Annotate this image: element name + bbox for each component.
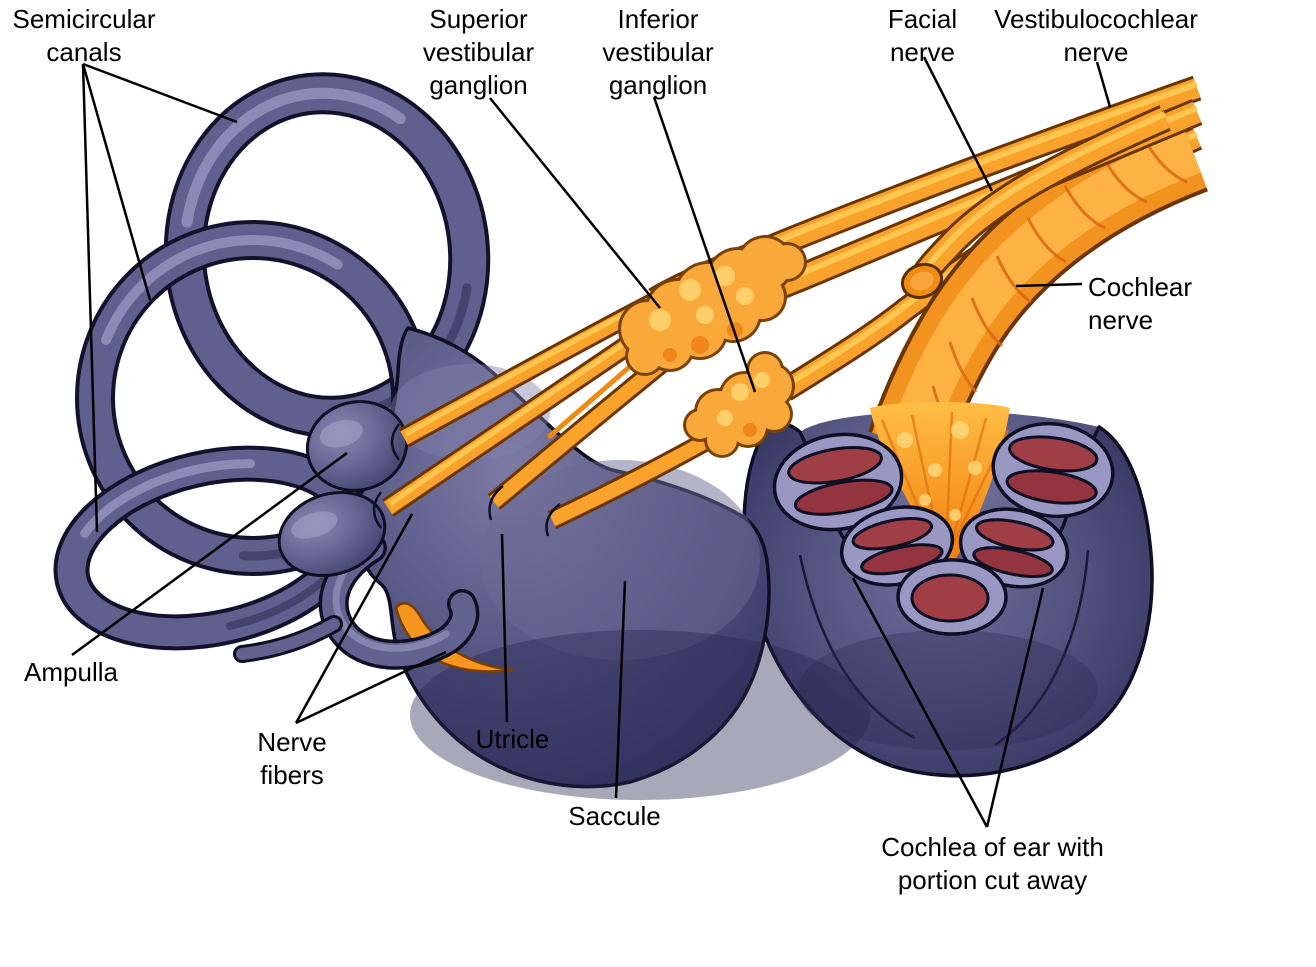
leader-cochlea-2 — [985, 587, 1045, 828]
label-ampulla: Ampulla — [24, 657, 118, 687]
leader-saccule — [614, 580, 627, 799]
inferior-vestibular-ganglion — [683, 351, 795, 458]
leader-inferior-ganglion — [652, 96, 757, 393]
nerve-fiber-strand — [398, 292, 660, 448]
label-cochlea-cut-away: Cochlea of ear with portion cut away — [881, 832, 1104, 895]
leader-nerve-fibers-1 — [294, 513, 414, 724]
leader-cochlea-1 — [851, 577, 989, 828]
cut-face — [772, 432, 904, 532]
leader-semicircular-2 — [81, 63, 152, 301]
entry-arcs — [372, 423, 561, 537]
leader-utricle — [500, 533, 509, 723]
ampulla-lateral — [277, 490, 387, 578]
leader-semicircular-3 — [81, 63, 99, 533]
ampulla-superior — [305, 400, 409, 492]
leader-superior-ganglion — [489, 97, 661, 309]
facial-nerve-strand — [911, 105, 1171, 283]
cut-face — [896, 558, 1008, 636]
label-facial-nerve: Facial nerve — [887, 4, 958, 67]
leader-ampulla — [71, 451, 348, 657]
facial-nerve-cut-end — [900, 262, 944, 300]
cochlear-cut-faces — [772, 421, 1115, 636]
leader-semicircular-1 — [82, 62, 238, 124]
leader-lines — [71, 56, 1112, 828]
superior-vestibular-ganglion — [618, 235, 807, 376]
leader-nerve-fibers-2 — [295, 650, 447, 725]
trunk-texture — [931, 139, 1188, 437]
cochlear-nerve-trunk — [868, 112, 1209, 459]
label-nerve-fibers: Nerve fibers — [257, 727, 327, 790]
label-cochlear-nerve: Cochlear nerve — [1088, 272, 1193, 335]
label-saccule: Saccule — [568, 801, 661, 831]
label-inferior-vestibular-ganglion: Inferior vestibular ganglion — [602, 4, 714, 100]
leader-vestibulocochlear — [1095, 61, 1112, 108]
nerve-fiber-strand — [382, 321, 656, 517]
label-semicircular-canals: Semicircular canals — [12, 4, 156, 67]
leader-facial-nerve — [922, 56, 994, 192]
leader-cochlear-nerve — [1015, 282, 1083, 288]
endolymphatic-hook — [233, 533, 480, 670]
cut-face — [991, 421, 1115, 519]
label-superior-vestibular-ganglion: Superior vestibular ganglion — [422, 4, 535, 100]
label-utricle: Utricle — [475, 724, 550, 754]
label-vestibulocochlear-nerve: Vestibulocochlear nerve — [994, 4, 1198, 67]
vestibulocochlear-bundle — [648, 75, 1203, 324]
saccule-shadow — [410, 630, 870, 800]
vestibule-saccule-body — [352, 326, 870, 800]
